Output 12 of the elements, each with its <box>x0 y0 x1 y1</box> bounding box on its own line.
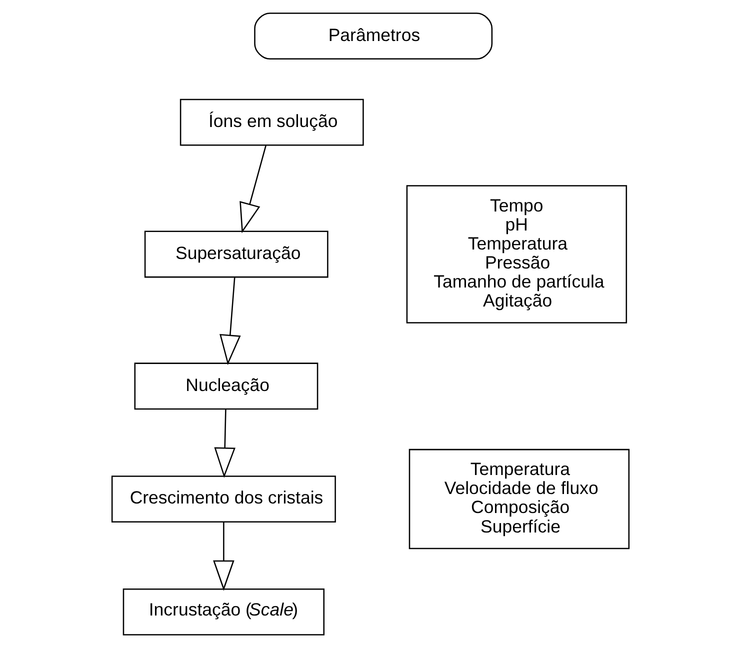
node-box: Nucleação <box>134 362 318 410</box>
node-box: Parâmetros <box>254 12 493 60</box>
node-box: Temperatura Velocidade de fluxo Composição Superfície <box>408 448 630 550</box>
arrow <box>220 277 241 366</box>
arrow <box>240 145 266 234</box>
node-box: Íons em solução <box>180 98 364 146</box>
node-box: Supersaturação <box>144 230 328 278</box>
arrow <box>213 522 234 591</box>
arrow <box>214 409 236 478</box>
node-box: Crescimento dos cristais <box>111 476 336 522</box>
node-box: Incrustação (Scale) <box>122 588 325 636</box>
node-box: Tempo pH Temperatura Pressão Tamanho de partícula Agitação <box>406 185 628 324</box>
